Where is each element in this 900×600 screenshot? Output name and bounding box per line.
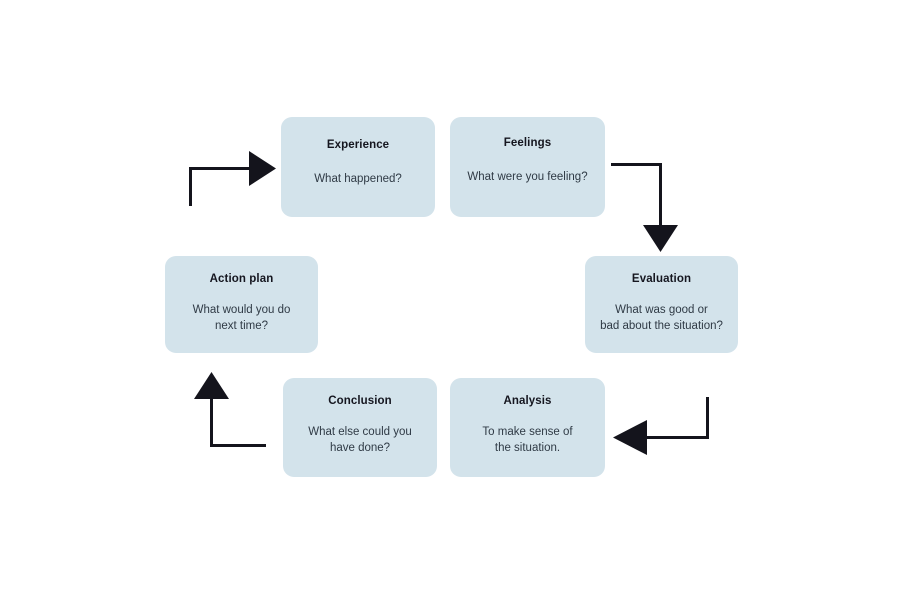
node-analysis-description: To make sense of the situation. bbox=[482, 425, 573, 455]
node-action-plan-description: What would you do next time? bbox=[192, 303, 291, 333]
node-conclusion[interactable]: Conclusion What else could you have done… bbox=[283, 378, 437, 477]
node-evaluation-title: Evaluation bbox=[631, 273, 692, 285]
node-experience[interactable]: Experience What happened? bbox=[281, 117, 435, 217]
node-analysis[interactable]: Analysis To make sense of the situation. bbox=[450, 378, 605, 477]
node-action-plan[interactable]: Action plan What would you do next time? bbox=[165, 256, 318, 353]
arrow-actionplan-to-experience bbox=[189, 151, 276, 206]
arrow-feelings-to-evaluation bbox=[611, 163, 678, 252]
node-feelings-title: Feelings bbox=[503, 137, 552, 149]
node-feelings[interactable]: Feelings What were you feeling? bbox=[450, 117, 605, 217]
node-experience-title: Experience bbox=[326, 139, 390, 151]
arrow-evaluation-to-analysis bbox=[613, 397, 709, 455]
node-evaluation-description: What was good or bad about the situation… bbox=[600, 303, 723, 333]
node-conclusion-description: What else could you have done? bbox=[308, 425, 412, 455]
node-action-plan-title: Action plan bbox=[209, 273, 274, 285]
node-evaluation[interactable]: Evaluation What was good or bad about th… bbox=[585, 256, 738, 353]
node-conclusion-title: Conclusion bbox=[328, 395, 392, 407]
node-analysis-title: Analysis bbox=[503, 395, 552, 407]
node-experience-description: What happened? bbox=[314, 172, 402, 185]
arrow-conclusion-to-actionplan bbox=[194, 372, 266, 447]
node-feelings-description: What were you feeling? bbox=[467, 170, 588, 183]
